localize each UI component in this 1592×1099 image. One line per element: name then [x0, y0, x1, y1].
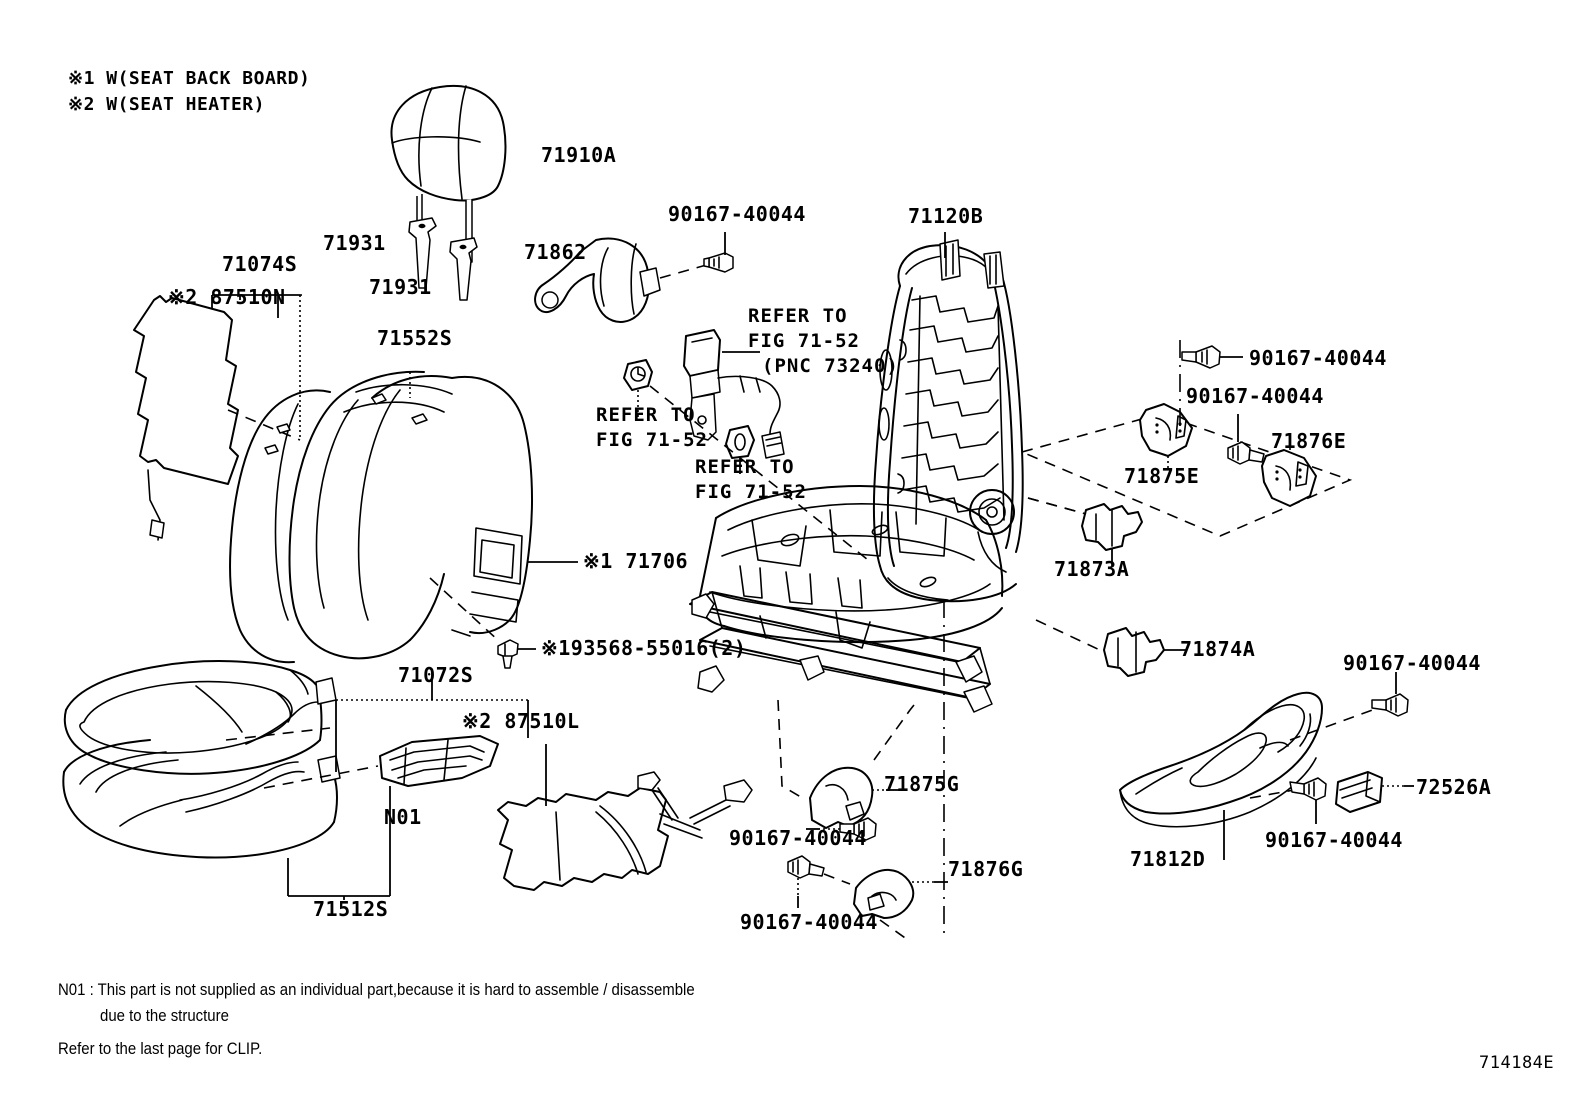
note-seat-back-board: ※1 W(SEAT BACK BOARD) — [68, 68, 311, 89]
label-71876G[interactable]: 71876G — [948, 857, 1024, 881]
label-71512S[interactable]: 71512S — [313, 897, 389, 921]
label-71873A[interactable]: 71873A — [1054, 557, 1130, 581]
refer-line-3: (PNC 73240) — [762, 355, 899, 377]
refer-block-belt-buckle: REFER TO FIG 71-52 (PNC 73240) — [748, 304, 899, 379]
bolt-side-lower-art — [1289, 777, 1327, 824]
footnote-n01-line2: due to the structure — [100, 1006, 229, 1025]
label-71875E[interactable]: 71875E — [1124, 464, 1200, 488]
buckle-cover-art — [534, 237, 661, 323]
figure-id: 714184E — [1479, 1053, 1555, 1073]
refer-block-anchor-lower: REFER TO FIG 71-52 — [695, 455, 807, 505]
belt-anchor-left-art — [623, 359, 653, 420]
refer-line-1: REFER TO — [695, 456, 795, 478]
clip-71873a-art — [1081, 503, 1143, 566]
label-72526A[interactable]: 72526A — [1416, 775, 1492, 799]
label-71875G[interactable]: 71875G — [884, 772, 960, 796]
bolt-side-upper-art — [1371, 672, 1409, 717]
bolt-right-upper-art — [1179, 340, 1243, 430]
cushion-heater-wire-art — [379, 735, 499, 810]
seat-belt-buckle-art — [683, 329, 785, 459]
back-board-screw-art — [497, 639, 536, 669]
label-90167-40044-lower-a[interactable]: 90167-40044 — [729, 826, 867, 850]
refer-block-anchor-left: REFER TO FIG 71-52 — [596, 403, 708, 453]
side-shield-art — [1119, 691, 1323, 828]
label-71874A[interactable]: 71874A — [1180, 637, 1256, 661]
label-71910A[interactable]: 71910A — [541, 143, 617, 167]
label-71931-upper[interactable]: 71931 — [323, 231, 386, 255]
label-71072S[interactable]: 71072S — [398, 663, 474, 687]
bolt-top-center-art — [703, 232, 734, 273]
cover-71876g-art — [853, 869, 948, 941]
refer-line-2: FIG 71-52 — [695, 481, 807, 503]
note-seat-heater: ※2 W(SEAT HEATER) — [68, 94, 265, 115]
label-87510L[interactable]: ※2 87510L — [462, 709, 580, 733]
label-90167-40044-top[interactable]: 90167-40044 — [668, 202, 806, 226]
headrest-art — [390, 85, 507, 263]
cover-71875e-art — [1139, 403, 1193, 470]
seat-cushion-art — [62, 660, 341, 859]
label-90167-40044-right-mid[interactable]: 90167-40044 — [1186, 384, 1324, 408]
label-87510N[interactable]: ※2 87510N — [168, 285, 286, 309]
label-90167-40044-side-lower[interactable]: 90167-40044 — [1265, 828, 1403, 852]
clip-71874a-art — [1035, 619, 1186, 677]
cap-72526a-art — [1335, 771, 1414, 813]
cushion-heater-pad-art — [497, 744, 753, 891]
refer-line-1: REFER TO — [596, 404, 696, 426]
seat-back-cover-art — [229, 370, 533, 664]
label-N01[interactable]: N01 — [384, 805, 422, 829]
cover-71876e-art — [1261, 436, 1317, 507]
label-90167-40044-right-upper[interactable]: 90167-40044 — [1249, 346, 1387, 370]
footnote-n01-line1: N01 : This part is not supplied as an in… — [58, 980, 695, 999]
refer-line-1: REFER TO — [748, 305, 848, 327]
refer-line-2: FIG 71-52 — [596, 429, 708, 451]
label-71074S[interactable]: 71074S — [222, 252, 298, 276]
label-71876E[interactable]: 71876E — [1271, 429, 1347, 453]
belt-anchor-lower-art — [725, 425, 755, 474]
label-71862[interactable]: 71862 — [524, 240, 587, 264]
label-90167-40044-lower-b[interactable]: 90167-40044 — [740, 910, 878, 934]
label-90167-40044-side-upper[interactable]: 90167-40044 — [1343, 651, 1481, 675]
label-71552S[interactable]: 71552S — [377, 326, 453, 350]
label-171706[interactable]: ※1 71706 — [583, 549, 689, 573]
footnote-clip: Refer to the last page for CLIP. — [58, 1039, 263, 1058]
label-71931-lower[interactable]: 71931 — [369, 275, 432, 299]
label-71120B[interactable]: 71120B — [908, 204, 984, 228]
seat-frame-art — [689, 239, 1024, 713]
label-193568-55016[interactable]: ※193568-55016(2) — [541, 636, 747, 660]
bolt-lower-center-b-art — [787, 855, 851, 908]
bolt-right-mid-art — [1227, 414, 1285, 471]
label-71812D[interactable]: 71812D — [1130, 847, 1206, 871]
headrest-guide-bolts-art — [408, 217, 478, 301]
back-heater-pad-art — [133, 295, 239, 541]
refer-line-2: FIG 71-52 — [748, 330, 860, 352]
bolt-lower-center-a-art — [806, 817, 877, 841]
